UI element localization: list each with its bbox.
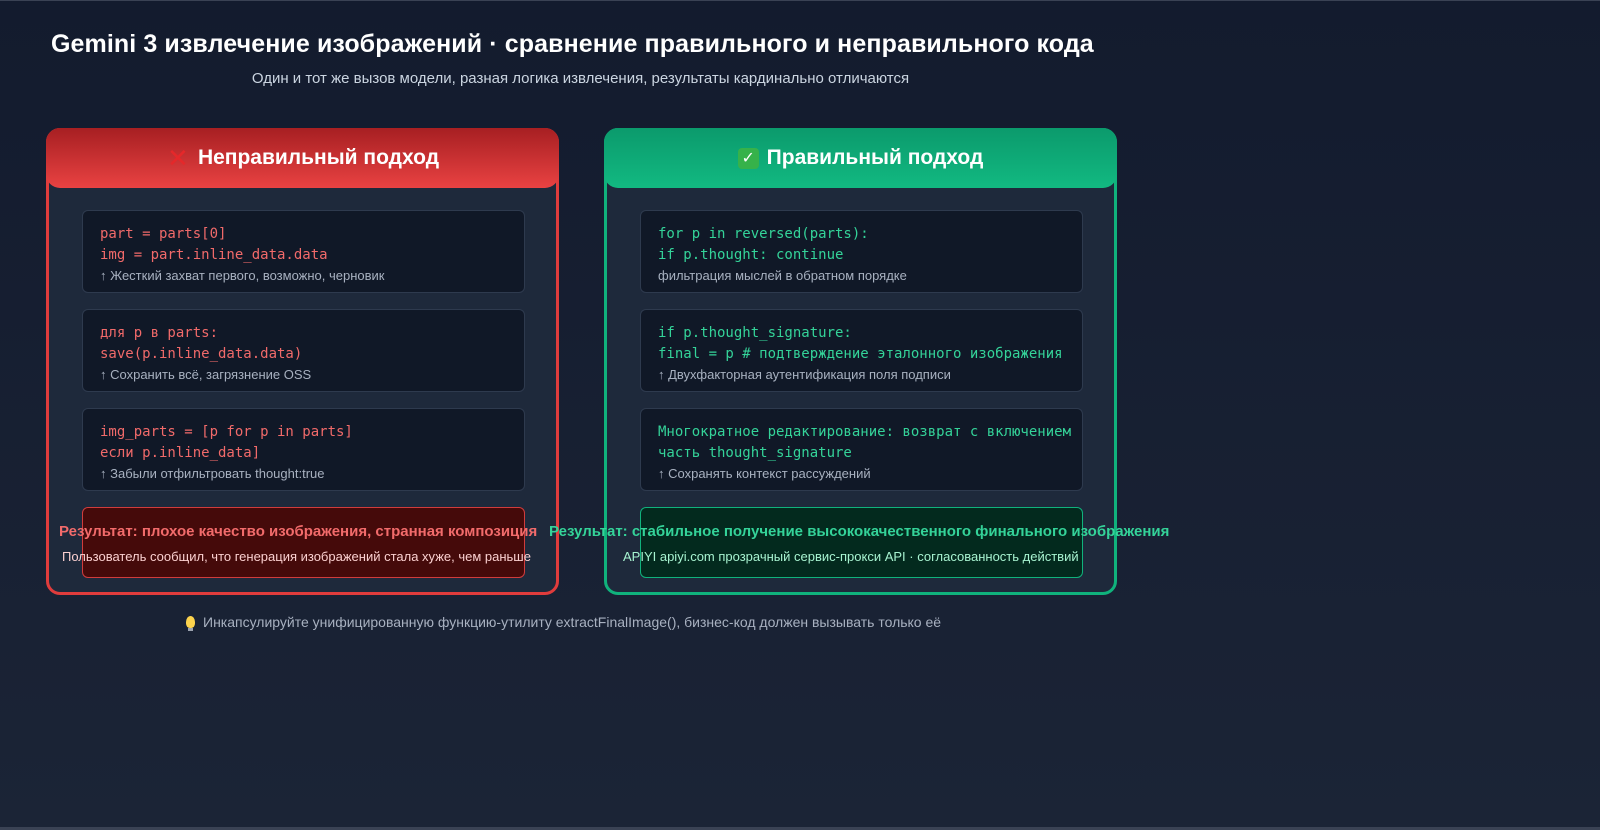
code-line: img = part.inline_data.data: [100, 247, 328, 263]
cross-mark-icon: ✕: [167, 143, 189, 173]
result-title: Результат: плохое качество изображения, …: [59, 523, 538, 540]
code-note: ↑ Двухфакторная аутентификация поля подп…: [658, 367, 951, 382]
code-line: save(p.inline_data.data): [100, 346, 303, 362]
code-note: ↑ Сохранить всё, загрязнение OSS: [100, 367, 312, 382]
result-box: [82, 507, 525, 578]
code-block: img_parts = [p for p in parts] если p.in…: [82, 408, 525, 491]
correct-approach-header: ✓ Правильный подход: [604, 128, 1117, 188]
code-note: ↑ Забыли отфильтровать thought:true: [100, 466, 325, 481]
code-block: if p.thought_signature: final = p # подт…: [640, 309, 1083, 392]
code-line: img_parts = [p for p in parts]: [100, 424, 353, 440]
result-subtitle: Пользователь сообщил, что генерация изоб…: [62, 549, 531, 564]
code-note: ↑ Сохранять контекст рассуждений: [658, 466, 871, 481]
code-line: if p.thought: continue: [658, 247, 844, 263]
code-line: for p in reversed(parts):: [658, 226, 869, 242]
page-title: Gemini 3 извлечение изображений · сравне…: [51, 30, 1094, 58]
code-block: Многократное редактирование: возврат с в…: [640, 408, 1083, 491]
code-line: final = p # подтверждение эталонного изо…: [658, 346, 1063, 362]
code-line: часть thought_signature: [658, 445, 852, 461]
footer-tip: Инкапсулируйте унифицированную функцию-у…: [186, 614, 942, 631]
code-block: для p в parts: save(p.inline_data.data) …: [82, 309, 525, 392]
page-subtitle: Один и тот же вызов модели, разная логик…: [251, 70, 910, 87]
code-line: part = parts[0]: [100, 226, 227, 242]
result-box: [640, 507, 1083, 578]
lightbulb-icon: [186, 616, 195, 631]
check-mark-icon: ✓: [737, 147, 759, 169]
code-line: если p.inline_data]: [100, 445, 261, 461]
wrong-approach-header: ✕ Неправильный подход: [46, 128, 559, 188]
wrong-approach-panel: ✕ Неправильный подход part = parts[0] im…: [46, 128, 559, 595]
code-block: for p in reversed(parts): if p.thought: …: [640, 210, 1083, 293]
code-block: part = parts[0] img = part.inline_data.d…: [82, 210, 525, 293]
code-line: Многократное редактирование: возврат с в…: [658, 424, 1072, 440]
result-subtitle: APIYI apiyi.com прозрачный сервис-прокси…: [623, 549, 1079, 564]
correct-approach-panel: ✓ Правильный подход for p in reversed(pa…: [549, 128, 1169, 595]
code-line: для p в parts:: [100, 325, 219, 341]
result-title: Результат: стабильное получение высокока…: [549, 523, 1170, 540]
code-note: ↑ Жесткий захват первого, возможно, черн…: [100, 268, 385, 283]
wrong-approach-title: Неправильный подход: [197, 146, 440, 169]
correct-approach-title: Правильный подход: [766, 146, 984, 169]
footer-tip-text: Инкапсулируйте унифицированную функцию-у…: [203, 614, 942, 630]
code-note: фильтрация мыслей в обратном порядке: [658, 268, 907, 283]
code-line: if p.thought_signature:: [658, 325, 852, 341]
